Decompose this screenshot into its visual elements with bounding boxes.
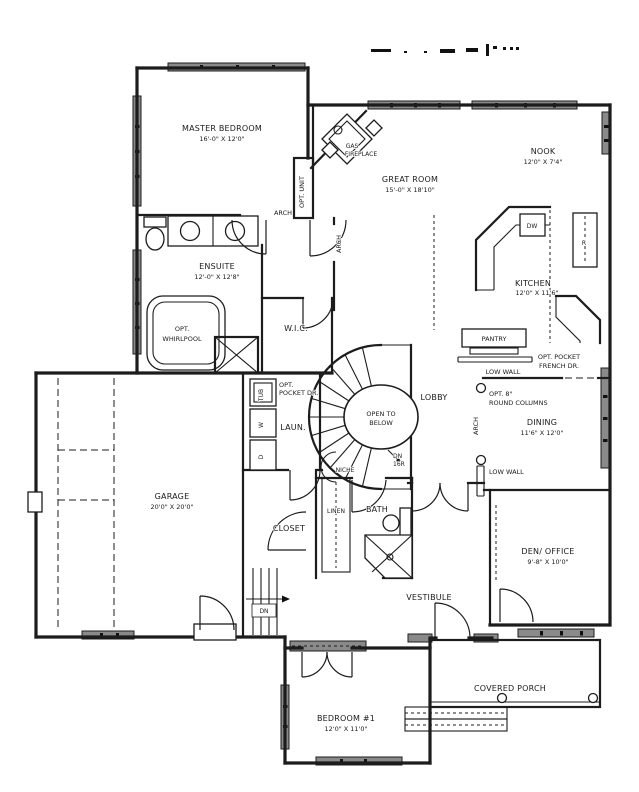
room-label-niche: NICHE xyxy=(336,467,355,474)
room-dims-dining: 11'6" X 12'0" xyxy=(521,429,564,437)
annotation-gas-fireplace-2: FIREPLACE xyxy=(345,151,377,158)
annotation-fridge: R xyxy=(582,240,586,247)
room-label-pantry: PANTRY xyxy=(482,335,507,343)
dishwasher-box xyxy=(519,213,546,237)
dryer-box xyxy=(249,439,277,471)
doors xyxy=(199,219,534,678)
porch-column xyxy=(587,692,599,704)
room-dims-kitchen: 12'0" X 11'6" xyxy=(516,289,559,297)
room-label-lobby: LOBBY xyxy=(421,393,448,402)
annotation-arch-dining: ARCH xyxy=(472,417,480,435)
room-label-laundry: LAUN. xyxy=(280,423,306,432)
room-dims-den-office: 9'-8" X 10'0" xyxy=(527,558,568,566)
bath-vanity xyxy=(399,507,412,538)
annotation-dishwasher: DW xyxy=(527,223,538,230)
room-label-linen: LINEN xyxy=(327,508,345,515)
gas-fireplace xyxy=(321,113,383,165)
washer-box xyxy=(249,408,277,438)
annotation-opt-pocket-french-2: FRENCH DR. xyxy=(539,362,579,370)
room-label-master: MASTER BEDROOM xyxy=(182,124,262,133)
annotation-opt-columns-1: OPT. 8" xyxy=(489,390,513,398)
room-dims-garage: 20'0" X 20'0" xyxy=(151,503,194,511)
ensuite-fixtures xyxy=(143,215,260,375)
laundry-appliances xyxy=(249,378,277,471)
annotation-opt-unit: OPT. UNIT xyxy=(298,176,306,208)
room-label-bedroom1: BEDROOM #1 xyxy=(317,714,375,723)
room-label-covered-porch: COVERED PORCH xyxy=(474,684,546,693)
annotation-low-wall-dining: LOW WALL xyxy=(489,468,524,476)
annotation-arch-master: ARCH xyxy=(274,209,292,217)
front-steps xyxy=(404,706,508,732)
annotation-stair-risers: 16R xyxy=(393,461,405,468)
garage-steps xyxy=(252,568,278,635)
ensuite-shower xyxy=(213,335,260,375)
room-label-bath: BATH xyxy=(366,505,388,514)
sink-right xyxy=(224,220,246,242)
open-to-below-ellipse xyxy=(343,384,419,450)
room-label-ensuite: ENSUITE xyxy=(199,262,235,271)
annotation-open-to-below-1: OPEN TO xyxy=(366,410,395,418)
exterior-walls xyxy=(34,66,612,765)
labels: MASTER BEDROOM 16'-0" X 12'0" GREAT ROOM… xyxy=(150,123,587,733)
toilet-bowl xyxy=(145,227,165,251)
annotation-opt-pocket-dr-1: OPT. xyxy=(279,381,293,389)
room-label-garage: GARAGE xyxy=(155,492,190,501)
annotation-dryer: D xyxy=(258,454,265,459)
kitchen-counters xyxy=(433,205,602,345)
annotation-low-wall-kitchen: LOW WALL xyxy=(486,368,521,376)
room-dims-great-room: 15'-0" X 18'10" xyxy=(385,186,434,194)
toilet-tank xyxy=(143,216,167,228)
whirlpool-tub xyxy=(146,295,226,371)
room-label-vestibule: VESTIBULE xyxy=(406,593,452,602)
stair-treads xyxy=(309,347,372,487)
room-label-closet: CLOSET xyxy=(273,524,305,533)
room-dims-master: 16'-0" X 12'0" xyxy=(199,135,244,143)
cropped-title-marks xyxy=(371,44,519,56)
annotation-stair-dn: DN xyxy=(393,453,402,460)
annotation-opt-columns-2: ROUND COLUMNS xyxy=(489,399,548,407)
room-dims-bedroom1: 12'0" X 11'0" xyxy=(325,725,368,733)
interior-walls xyxy=(135,103,610,641)
room-label-nook: NOOK xyxy=(531,147,556,156)
niche-arc xyxy=(320,451,337,483)
bath-toilet xyxy=(382,514,400,532)
bath-fixtures xyxy=(364,507,413,579)
annotation-arch-great: ARCH xyxy=(335,235,343,253)
annotation-opt-pocket-french-1: OPT. POCKET xyxy=(538,353,580,361)
annotation-washer: W xyxy=(258,422,265,428)
covered-porch-structure xyxy=(404,638,602,732)
round-columns xyxy=(475,382,487,466)
annotation-opt-whirlpool-2: WHIRLPOOL xyxy=(162,335,202,343)
annotation-gas-fireplace-1: GAS xyxy=(346,143,359,150)
annotation-tub: TUB xyxy=(258,389,265,402)
annotation-opt-whirlpool-1: OPT. xyxy=(175,325,189,333)
room-dims-nook: 12'0" X 7'4" xyxy=(524,158,563,166)
room-label-great-room: GREAT ROOM xyxy=(382,175,438,184)
staircase xyxy=(307,343,419,491)
room-label-dining: DINING xyxy=(527,418,557,427)
room-label-wic: W.I.C. xyxy=(284,324,308,333)
annotation-garage-dn: DN xyxy=(259,608,268,615)
garage-marks xyxy=(27,378,290,635)
bath-shower xyxy=(364,534,413,579)
annotation-open-to-below-2: BELOW xyxy=(369,419,393,427)
room-label-kitchen: KITCHEN xyxy=(515,279,551,288)
room-dims-ensuite: 12'-0" X 12'8" xyxy=(194,273,239,281)
room-label-den-office: DEN/ OFFICE xyxy=(521,547,574,556)
porch-column xyxy=(496,692,508,704)
annotation-opt-pocket-dr-2: POCKET DR. xyxy=(279,389,318,397)
sink-left xyxy=(179,220,201,242)
